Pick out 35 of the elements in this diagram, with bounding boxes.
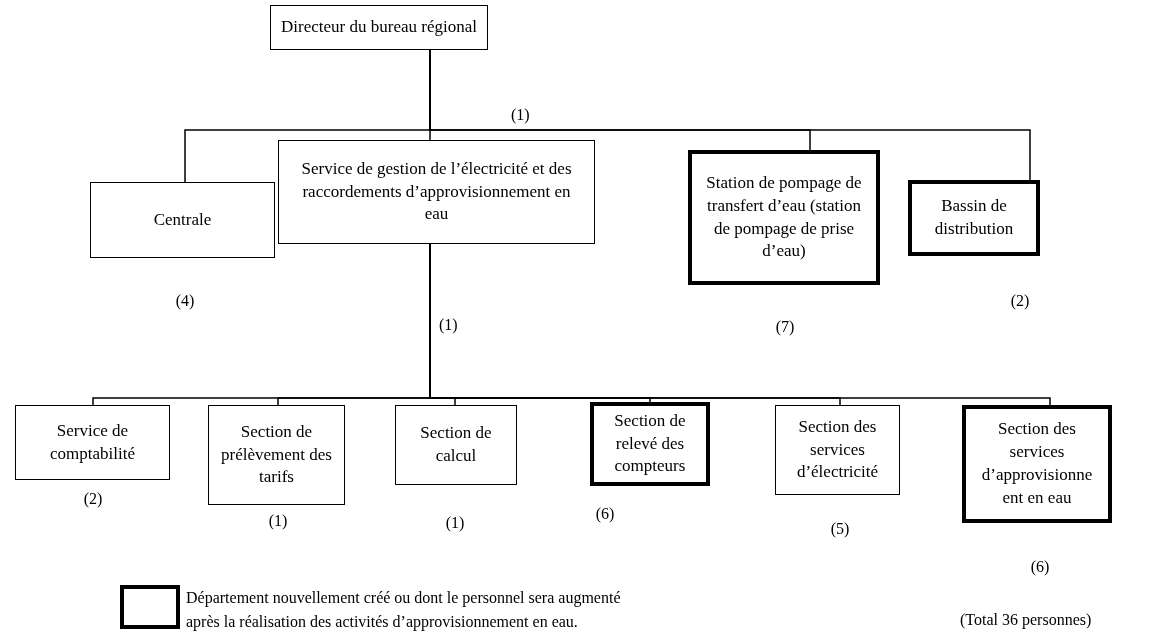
- staff-count: (1): [439, 316, 458, 334]
- org-box: [908, 180, 1040, 256]
- unit-name: Section des services d’approvisionne ent en eau: [980, 418, 1094, 509]
- org-box: [688, 150, 880, 285]
- total-note: (Total 36 personnes): [960, 611, 1092, 629]
- unit-name: Bassin de distribution: [933, 195, 1015, 240]
- org-box: [278, 140, 595, 244]
- unit-name: Section des services d’électricité: [795, 415, 880, 484]
- staff-count: (2): [1010, 292, 1030, 310]
- unit-name: Section de relevé des compteurs: [613, 409, 687, 478]
- org-box: [775, 405, 900, 495]
- staff-count: (6): [595, 505, 615, 523]
- unit-name: Section de prélèvement des tarifs: [220, 420, 333, 489]
- staff-count: (5): [830, 520, 850, 538]
- staff-count: (6): [1030, 558, 1050, 576]
- unit-name: Directeur du bureau régional: [281, 16, 477, 39]
- staff-count: (1): [445, 514, 465, 532]
- legend-text: Département nouvellement créé ou dont le personnel sera augmenté après la réalisation des activités d’approvisionnement en eau.: [186, 588, 622, 633]
- staff-count: (4): [175, 292, 195, 310]
- staff-count: (1): [511, 106, 530, 124]
- unit-name: Section de calcul: [419, 422, 493, 467]
- unit-name: Centrale: [153, 208, 212, 231]
- staff-count: (2): [83, 490, 103, 508]
- org-box: [590, 402, 710, 486]
- org-box: [90, 182, 275, 258]
- org-box: [15, 405, 170, 480]
- unit-name: Service de comptabilité: [49, 419, 136, 465]
- org-box: [208, 405, 345, 505]
- staff-count: (1): [268, 512, 288, 530]
- unit-name: Station de pompage de transfert d’eau (station de pompage de prise d’eau): [705, 171, 863, 263]
- org-box: [270, 5, 488, 50]
- org-box: [395, 405, 517, 485]
- staff-count: (7): [775, 318, 795, 336]
- unit-name: Service de gestion de l’électricité et des raccordements d’approvisionnement en eau: [300, 157, 573, 226]
- org-box: [962, 405, 1112, 523]
